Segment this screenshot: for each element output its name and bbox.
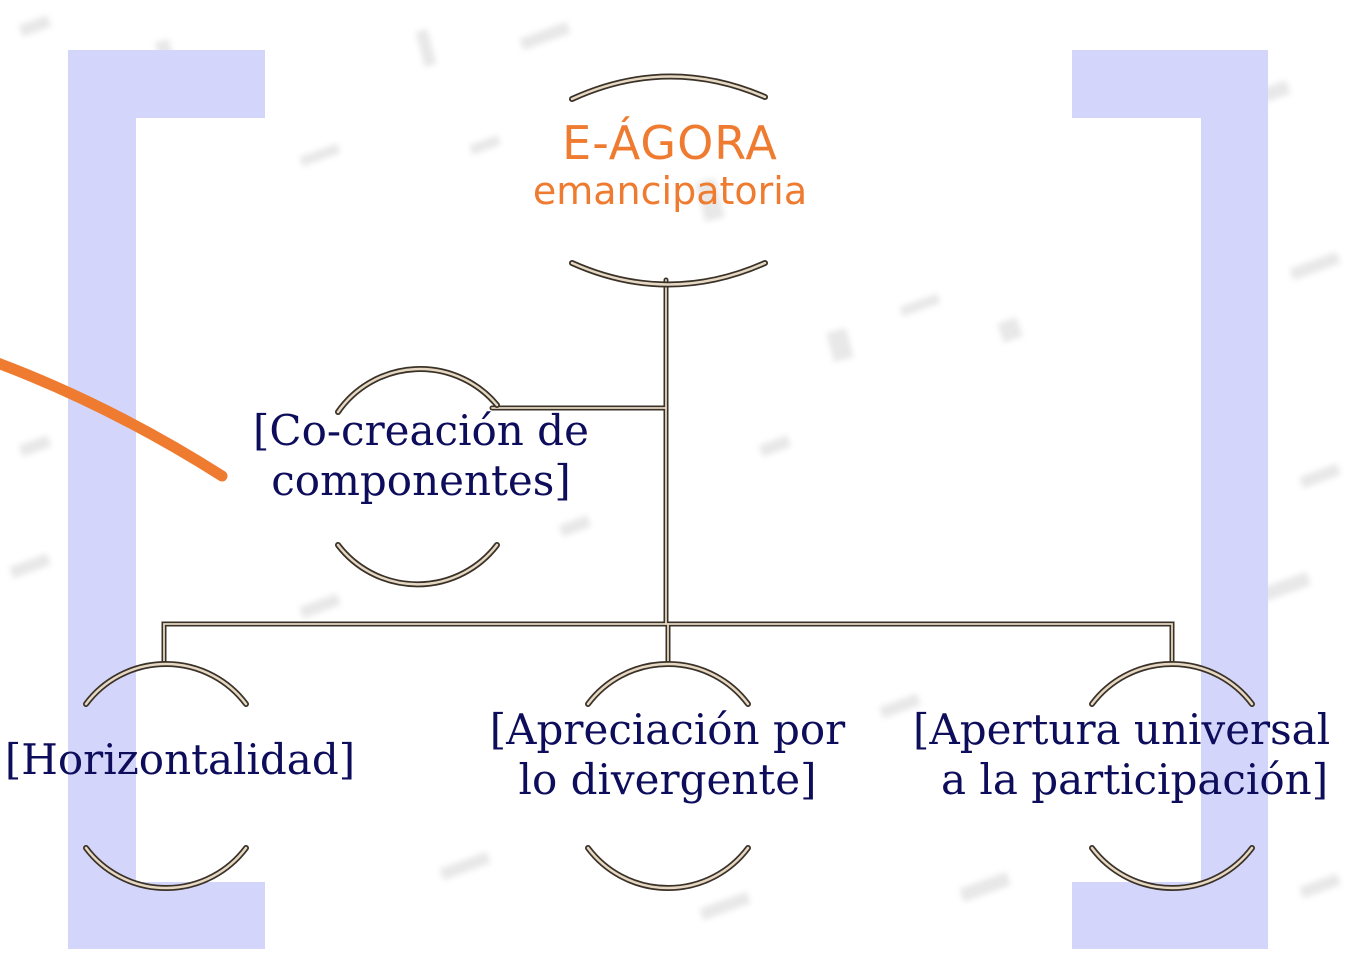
node-cocreacion: [Co-creación de componentes] — [226, 406, 616, 505]
right-bracket-spine — [1201, 50, 1268, 949]
node-apertura-line2: a la participación] — [941, 754, 1329, 804]
node-cocreacion-line2: componentes] — [271, 455, 571, 505]
right-bracket-bottom-arm — [1072, 882, 1268, 949]
title-main: E-ÁGORA — [562, 116, 778, 170]
left-bracket-spine — [68, 50, 136, 949]
node-apertura: [Apertura universal a la participación] — [913, 705, 1357, 804]
node-apreciacion-line2: lo divergente] — [518, 754, 817, 804]
node-horizontalidad: [Horizontalidad] — [0, 735, 390, 785]
node-apreciacion-line1: [Apreciación por — [489, 705, 846, 754]
node-apreciacion: [Apreciación por lo divergente] — [455, 705, 880, 804]
title-subtitle: emancipatoria — [532, 168, 808, 213]
title-node: E-ÁGORA emancipatoria — [470, 116, 870, 213]
orange-pointer-line — [0, 358, 228, 482]
node-horizontalidad-line1: [Horizontalidad] — [4, 735, 356, 784]
left-bracket-bottom-arm — [68, 882, 265, 949]
node-cocreacion-line1: [Co-creación de — [253, 406, 589, 455]
node-apertura-line1: [Apertura universal — [913, 705, 1331, 754]
